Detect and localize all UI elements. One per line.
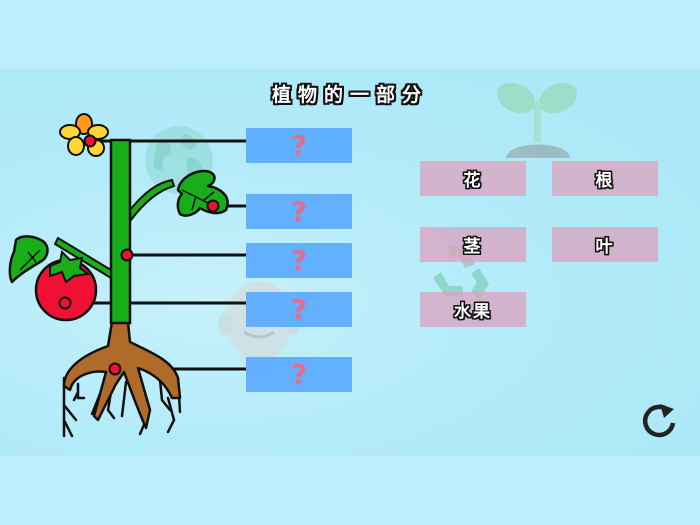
word-card-flower[interactable]: 花 bbox=[420, 161, 526, 196]
reset-button[interactable] bbox=[636, 398, 682, 444]
word-card-label: 叶 bbox=[595, 237, 615, 257]
word-card-label: 花 bbox=[463, 171, 483, 191]
word-card-label: 茎 bbox=[463, 237, 483, 257]
drop-target-root[interactable]: ? bbox=[246, 357, 352, 392]
word-card-label: 水果 bbox=[454, 302, 492, 322]
drop-target-fruit[interactable]: ? bbox=[246, 292, 352, 327]
question-mark: ? bbox=[290, 194, 308, 228]
question-mark: ? bbox=[290, 128, 308, 162]
drop-target-flower[interactable]: ? bbox=[246, 128, 352, 163]
sprout-icon bbox=[496, 82, 578, 158]
word-card-leaf[interactable]: 叶 bbox=[552, 227, 658, 262]
drop-target-leaf[interactable]: ? bbox=[246, 194, 352, 229]
drop-target-stem[interactable]: ? bbox=[246, 243, 352, 278]
question-mark: ? bbox=[290, 243, 308, 277]
question-mark: ? bbox=[290, 357, 308, 391]
page-title: 植物的一部分 bbox=[271, 84, 428, 106]
word-card-root[interactable]: 根 bbox=[552, 161, 658, 196]
word-card-label: 根 bbox=[595, 171, 615, 191]
question-mark: ? bbox=[290, 292, 308, 326]
reset-icon bbox=[642, 404, 676, 438]
word-card-fruit[interactable]: 水果 bbox=[420, 292, 526, 327]
word-card-stem[interactable]: 茎 bbox=[420, 227, 526, 262]
